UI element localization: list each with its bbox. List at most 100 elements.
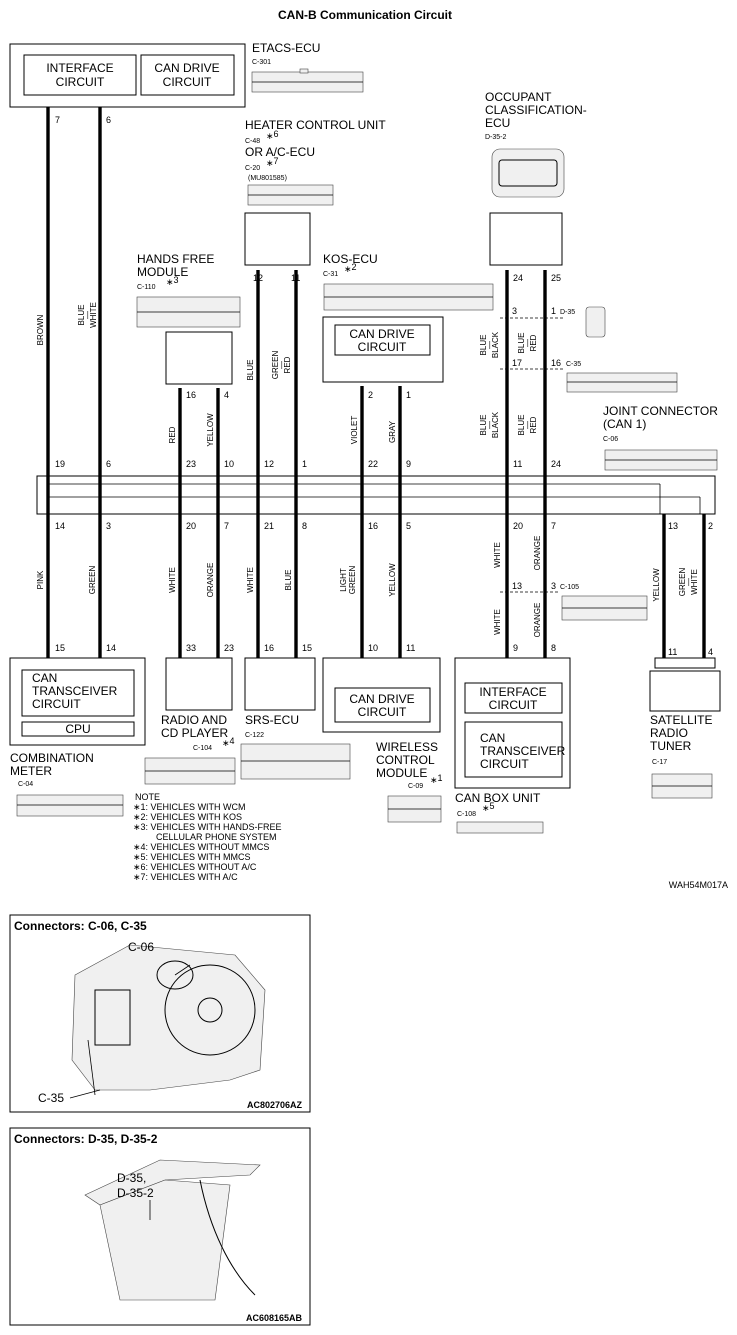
etacs-pin-7: 7 xyxy=(55,115,60,125)
kos-connector-icon xyxy=(323,283,494,311)
wire-label: BLACK xyxy=(491,411,500,438)
joint-name-1: JOINT CONNECTOR xyxy=(603,404,718,418)
handsfree-name-1: HANDS FREE xyxy=(137,252,214,266)
panel2-label-2: D-35-2 xyxy=(117,1186,154,1200)
note-item: CELLULAR PHONE SYSTEM xyxy=(156,832,277,842)
wcm-connector-id: C-09 xyxy=(408,783,423,790)
wire-label: BLUE xyxy=(517,415,526,436)
combo-connector-id: C-04 xyxy=(18,781,33,788)
joint-bottom-pin: 7 xyxy=(224,521,229,531)
joint-bottom-pins: 14 3 20 7 21 8 16 5 20 7 13 2 xyxy=(55,521,713,531)
handsfree-connector-icon xyxy=(136,296,241,328)
heater-connector-sub: (MU801585) xyxy=(248,175,287,182)
joint-bottom-pin: 2 xyxy=(708,521,713,531)
wire-label: GREEN xyxy=(348,566,357,595)
canbox-note-mark: ∗5 xyxy=(482,801,495,813)
kos-can-drive-1: CAN DRIVE xyxy=(349,327,414,341)
c105-pin-3: 3 xyxy=(551,581,556,591)
wire-label: RED xyxy=(529,416,538,433)
panel1-code: AC802706AZ xyxy=(247,1100,303,1110)
joint-top-pins: 19 6 23 10 12 1 22 9 11 24 xyxy=(55,459,561,469)
joint-top-pin: 22 xyxy=(368,459,378,469)
c105-connector: 13 3 C-105 xyxy=(500,581,648,621)
d35-connector-icon xyxy=(585,306,606,338)
diagram-title: CAN-B Communication Circuit xyxy=(278,8,452,22)
etacs-interface-label-1: INTERFACE xyxy=(46,61,113,75)
joint-connector-id: C-06 xyxy=(603,436,618,443)
connector-panel-c06-c35: Connectors: C-06, C-35 C-06 C-35 AC80270… xyxy=(9,914,311,1113)
wcm-can-drive-1: CAN DRIVE xyxy=(349,692,414,706)
canbox-can-3: CIRCUIT xyxy=(480,757,529,771)
kos-can-drive-2: CIRCUIT xyxy=(358,340,407,354)
wcm-name-1: WIRELESS xyxy=(376,740,438,754)
joint-bottom-pin: 5 xyxy=(406,521,411,531)
joint-bottom-pin: 16 xyxy=(368,521,378,531)
occupant-name-3: ECU xyxy=(485,116,510,130)
canbox-interface-1: INTERFACE xyxy=(479,685,546,699)
joint-bottom-pin: 13 xyxy=(668,521,678,531)
combo-pin-15: 15 xyxy=(55,643,65,653)
panel1-label-c06: C-06 xyxy=(128,940,154,954)
srs-connector-id: C-122 xyxy=(245,732,264,739)
joint-bottom-pin: 20 xyxy=(513,521,523,531)
wire-label: GREEN xyxy=(88,566,97,595)
c105-connector-icon xyxy=(561,595,648,621)
wire-label: — xyxy=(485,421,494,429)
wire-label: BROWN xyxy=(36,314,45,345)
d35-pin-3: 3 xyxy=(512,306,517,316)
combo-name-1: COMBINATION xyxy=(10,751,94,765)
note-item: ∗6: VEHICLES WITHOUT A/C xyxy=(133,862,257,872)
sat-name-2: RADIO xyxy=(650,726,688,740)
joint-bottom-pin: 14 xyxy=(55,521,65,531)
combination-meter: 15 14 CAN TRANSCEIVER CIRCUIT CPU COMBIN… xyxy=(9,643,146,817)
wcm-pin-11: 11 xyxy=(406,643,415,653)
joint-top-pin: 6 xyxy=(106,459,111,469)
occupant-connector-icon xyxy=(491,148,565,198)
kos-connector-id: C-31 xyxy=(323,271,338,278)
occupant-name-2: CLASSIFICATION- xyxy=(485,103,587,117)
sat-connector-icon xyxy=(651,773,713,799)
heater-name: HEATER CONTROL UNIT xyxy=(245,118,386,132)
wcm-name-3: MODULE xyxy=(376,766,427,780)
kos-name: KOS-ECU xyxy=(323,252,378,266)
handsfree-note-mark: ∗3 xyxy=(166,275,179,287)
wire-label: BLUE xyxy=(479,335,488,356)
wire-label: GRAY xyxy=(388,420,397,443)
combo-connector-icon xyxy=(16,794,124,817)
panel1-label-c35: C-35 xyxy=(38,1091,64,1105)
srs-name: SRS-ECU xyxy=(245,713,299,727)
joint-connector-icon xyxy=(604,449,718,471)
panel2-title: Connectors: D-35, D-35-2 xyxy=(14,1132,158,1146)
radio-name-2: CD PLAYER xyxy=(161,726,228,740)
wire-label: BLUE xyxy=(284,570,293,591)
wire-label: RED xyxy=(168,426,177,443)
d35-pin-16: 16 xyxy=(551,358,561,368)
wire-label: BLUE xyxy=(77,305,86,326)
d35-connector: 3 1 17 16 D-35 C-35 xyxy=(500,306,678,393)
d35-pin-1: 1 xyxy=(551,306,556,316)
wire-label: YELLOW xyxy=(206,413,215,447)
wire-label: RED xyxy=(283,356,292,373)
canbox-connector-icon xyxy=(456,821,544,834)
etacs-can-drive-label-2: CIRCUIT xyxy=(163,75,212,89)
wcm-connector-icon xyxy=(387,795,442,823)
sat-pin-4: 4 xyxy=(708,647,713,657)
wire-label: BLUE xyxy=(479,415,488,436)
wireless-control-module: 10 11 CAN DRIVE CIRCUIT WIRELESS CONTROL… xyxy=(322,643,443,823)
combo-cpu: CPU xyxy=(65,722,90,736)
heater-connector-icon xyxy=(247,184,334,206)
wire-label: WHITE xyxy=(246,567,255,593)
c35-connector-id: C-35 xyxy=(566,361,581,368)
canbox-pin-8: 8 xyxy=(551,643,556,653)
wire-label: PINK xyxy=(36,570,45,589)
dashboard-illustration xyxy=(69,944,266,1099)
combo-pin-14: 14 xyxy=(106,643,116,653)
note-item: ∗2: VEHICLES WITH KOS xyxy=(133,812,242,822)
note-item: ∗7: VEHICLES WITH A/C xyxy=(133,872,238,882)
radio-pin-33: 33 xyxy=(186,643,196,653)
radio-cd-player: 33 23 RADIO AND CD PLAYER C-104 ∗4 xyxy=(144,643,236,785)
panel2-label-1: D-35, xyxy=(117,1171,146,1185)
wire-label: ORANGE xyxy=(206,563,215,598)
joint-bottom-pin: 7 xyxy=(551,521,556,531)
srs-ecu: 16 15 SRS-ECU C-122 xyxy=(240,643,351,780)
